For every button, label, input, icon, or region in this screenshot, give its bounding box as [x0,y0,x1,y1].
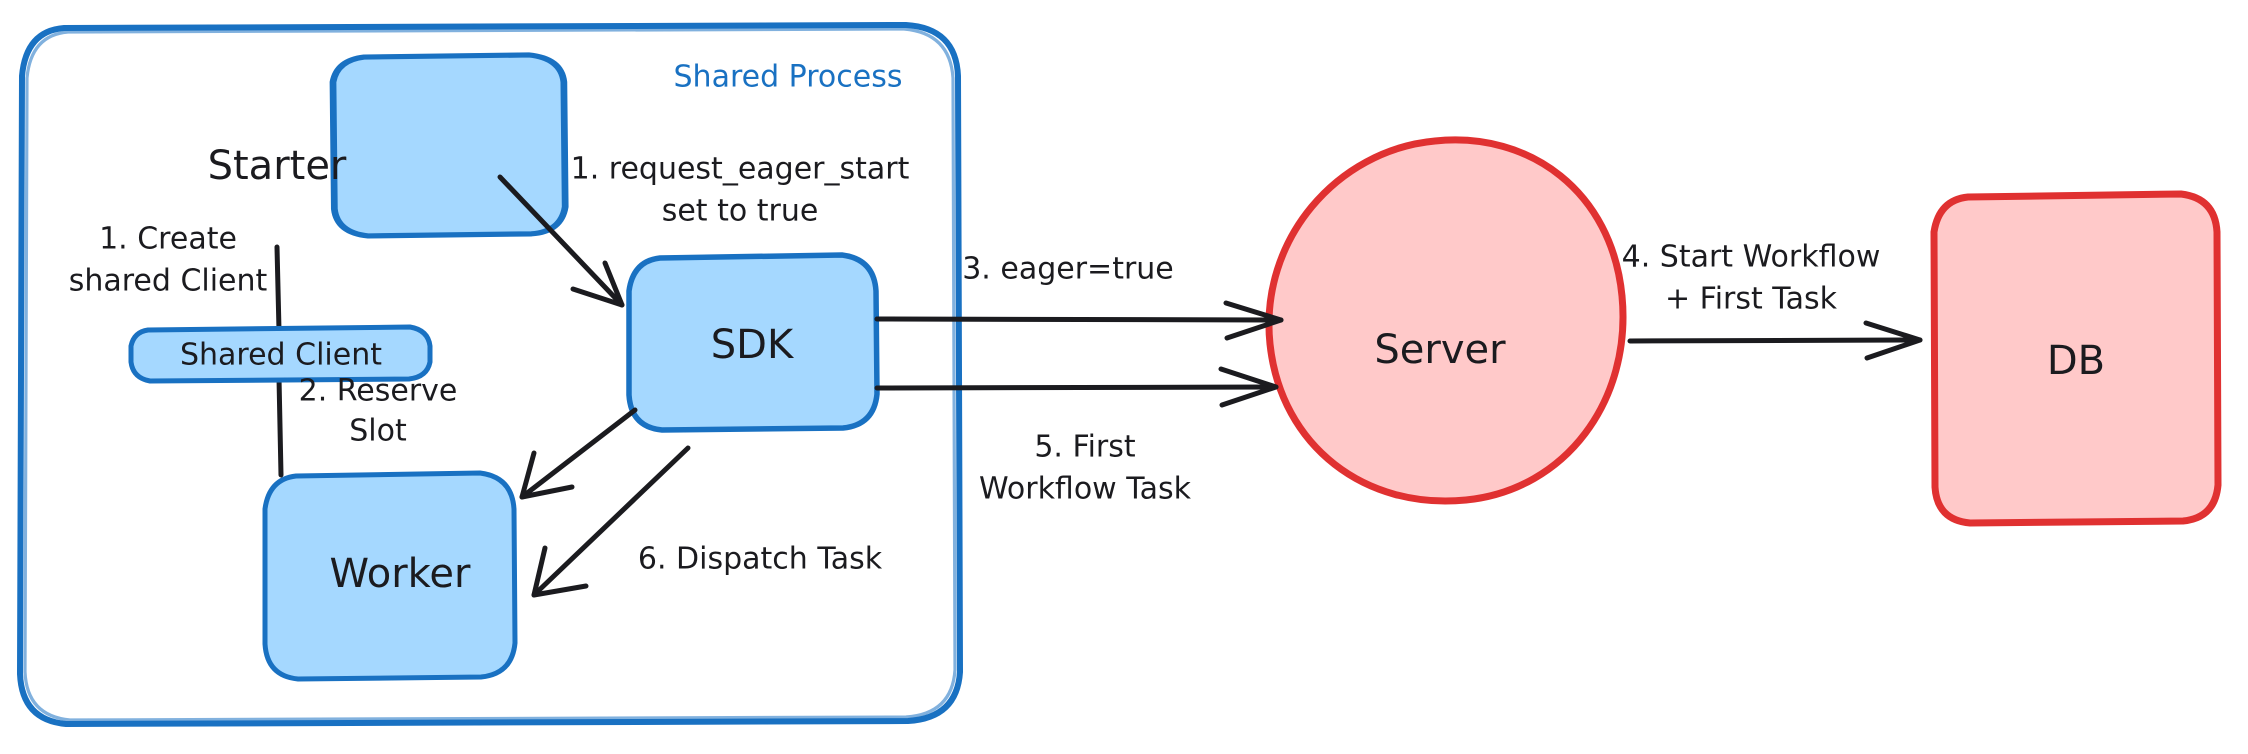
node-shared-client-shape [128,324,433,384]
edge-dispatch-task-arrowhead [531,545,589,598]
edge-reserve-slot-line [519,407,638,500]
edge-dispatch-task-line [531,445,691,598]
node-server-label: Server [1374,327,1506,373]
node-starter[interactable]: Starter [208,52,569,239]
connector-line-starter-client [274,244,282,333]
node-db-label: DB [2047,338,2105,384]
node-starter-label: Starter [208,143,347,189]
node-shared-client-label: Shared Client [180,338,382,373]
node-db-shape [1930,190,2222,527]
connector-shared-client-worker[interactable] [276,375,284,478]
edge-first-workflow-task-arrowhead [1218,366,1279,408]
edge-server-to-db[interactable]: 4. Start Workflow + First Task [1622,240,1923,361]
shared-process-border-sketch2 [23,27,957,722]
edge-starter-sdk-line [497,174,625,308]
edge-first-workflow-task-line [874,384,1279,391]
edge-label-start-workflow-line2: + First Task [1665,282,1838,317]
edge-sdk-to-server-first-task[interactable]: 5. First Workflow Task [874,366,1279,507]
edge-label-create-shared-client-group: 1. Create shared Client [69,222,268,299]
edge-label-request-eager-start-line2: set to true [662,194,819,229]
edge-start-workflow-arrowhead [1863,320,1923,361]
connector-starter-shared-client[interactable] [274,244,282,333]
node-db[interactable]: DB [1930,190,2222,527]
node-shared-client[interactable]: Shared Client [128,324,433,384]
edge-label-reserve-slot-line1: 2. Reserve [299,374,458,409]
edge-reserve-slot-arrowhead [519,450,575,500]
edge-label-request-eager-start-line1: 1. request_eager_start [571,152,910,187]
node-worker-label: Worker [330,551,471,597]
node-worker[interactable]: Worker [262,470,518,682]
edge-label-first-workflow-task-line2: Workflow Task [979,472,1192,507]
node-sdk[interactable]: SDK [626,252,880,433]
edge-eager-true-line [874,316,1284,323]
edge-sdk-to-server-eager[interactable]: 3. eager=true [874,252,1284,341]
edge-label-create-shared-client-line2: shared Client [69,264,268,299]
edge-eager-true-arrowhead [1223,300,1284,341]
edge-starter-to-sdk[interactable]: 1. request_eager_start set to true [497,152,910,308]
connector-line-client-worker [276,375,284,478]
edge-label-eager-true: 3. eager=true [962,252,1174,287]
node-worker-shape [262,470,518,682]
node-sdk-shape [626,252,880,433]
edge-label-create-shared-client-line1: 1. Create [99,222,237,257]
shared-process-border [17,22,963,727]
edge-label-start-workflow-line1: 4. Start Workflow [1622,240,1881,275]
edge-sdk-to-worker-dispatch[interactable]: 6. Dispatch Task [531,445,883,598]
node-starter-shape [329,52,569,239]
edge-start-workflow-line [1627,337,1923,344]
edge-starter-sdk-arrowhead [570,260,625,308]
group-shared-process[interactable]: Shared Process [17,22,963,727]
edge-label-dispatch-task: 6. Dispatch Task [638,542,883,577]
edge-label-reserve-slot-line2: Slot [349,414,407,449]
group-title-shared-process: Shared Process [674,60,903,95]
edge-sdk-to-worker-reserve[interactable]: 2. Reserve Slot [299,374,638,500]
node-server[interactable]: Server [1265,136,1627,505]
node-server-shape [1265,136,1627,505]
edge-label-first-workflow-task-line1: 5. First [1034,430,1136,465]
node-sdk-label: SDK [711,322,795,368]
